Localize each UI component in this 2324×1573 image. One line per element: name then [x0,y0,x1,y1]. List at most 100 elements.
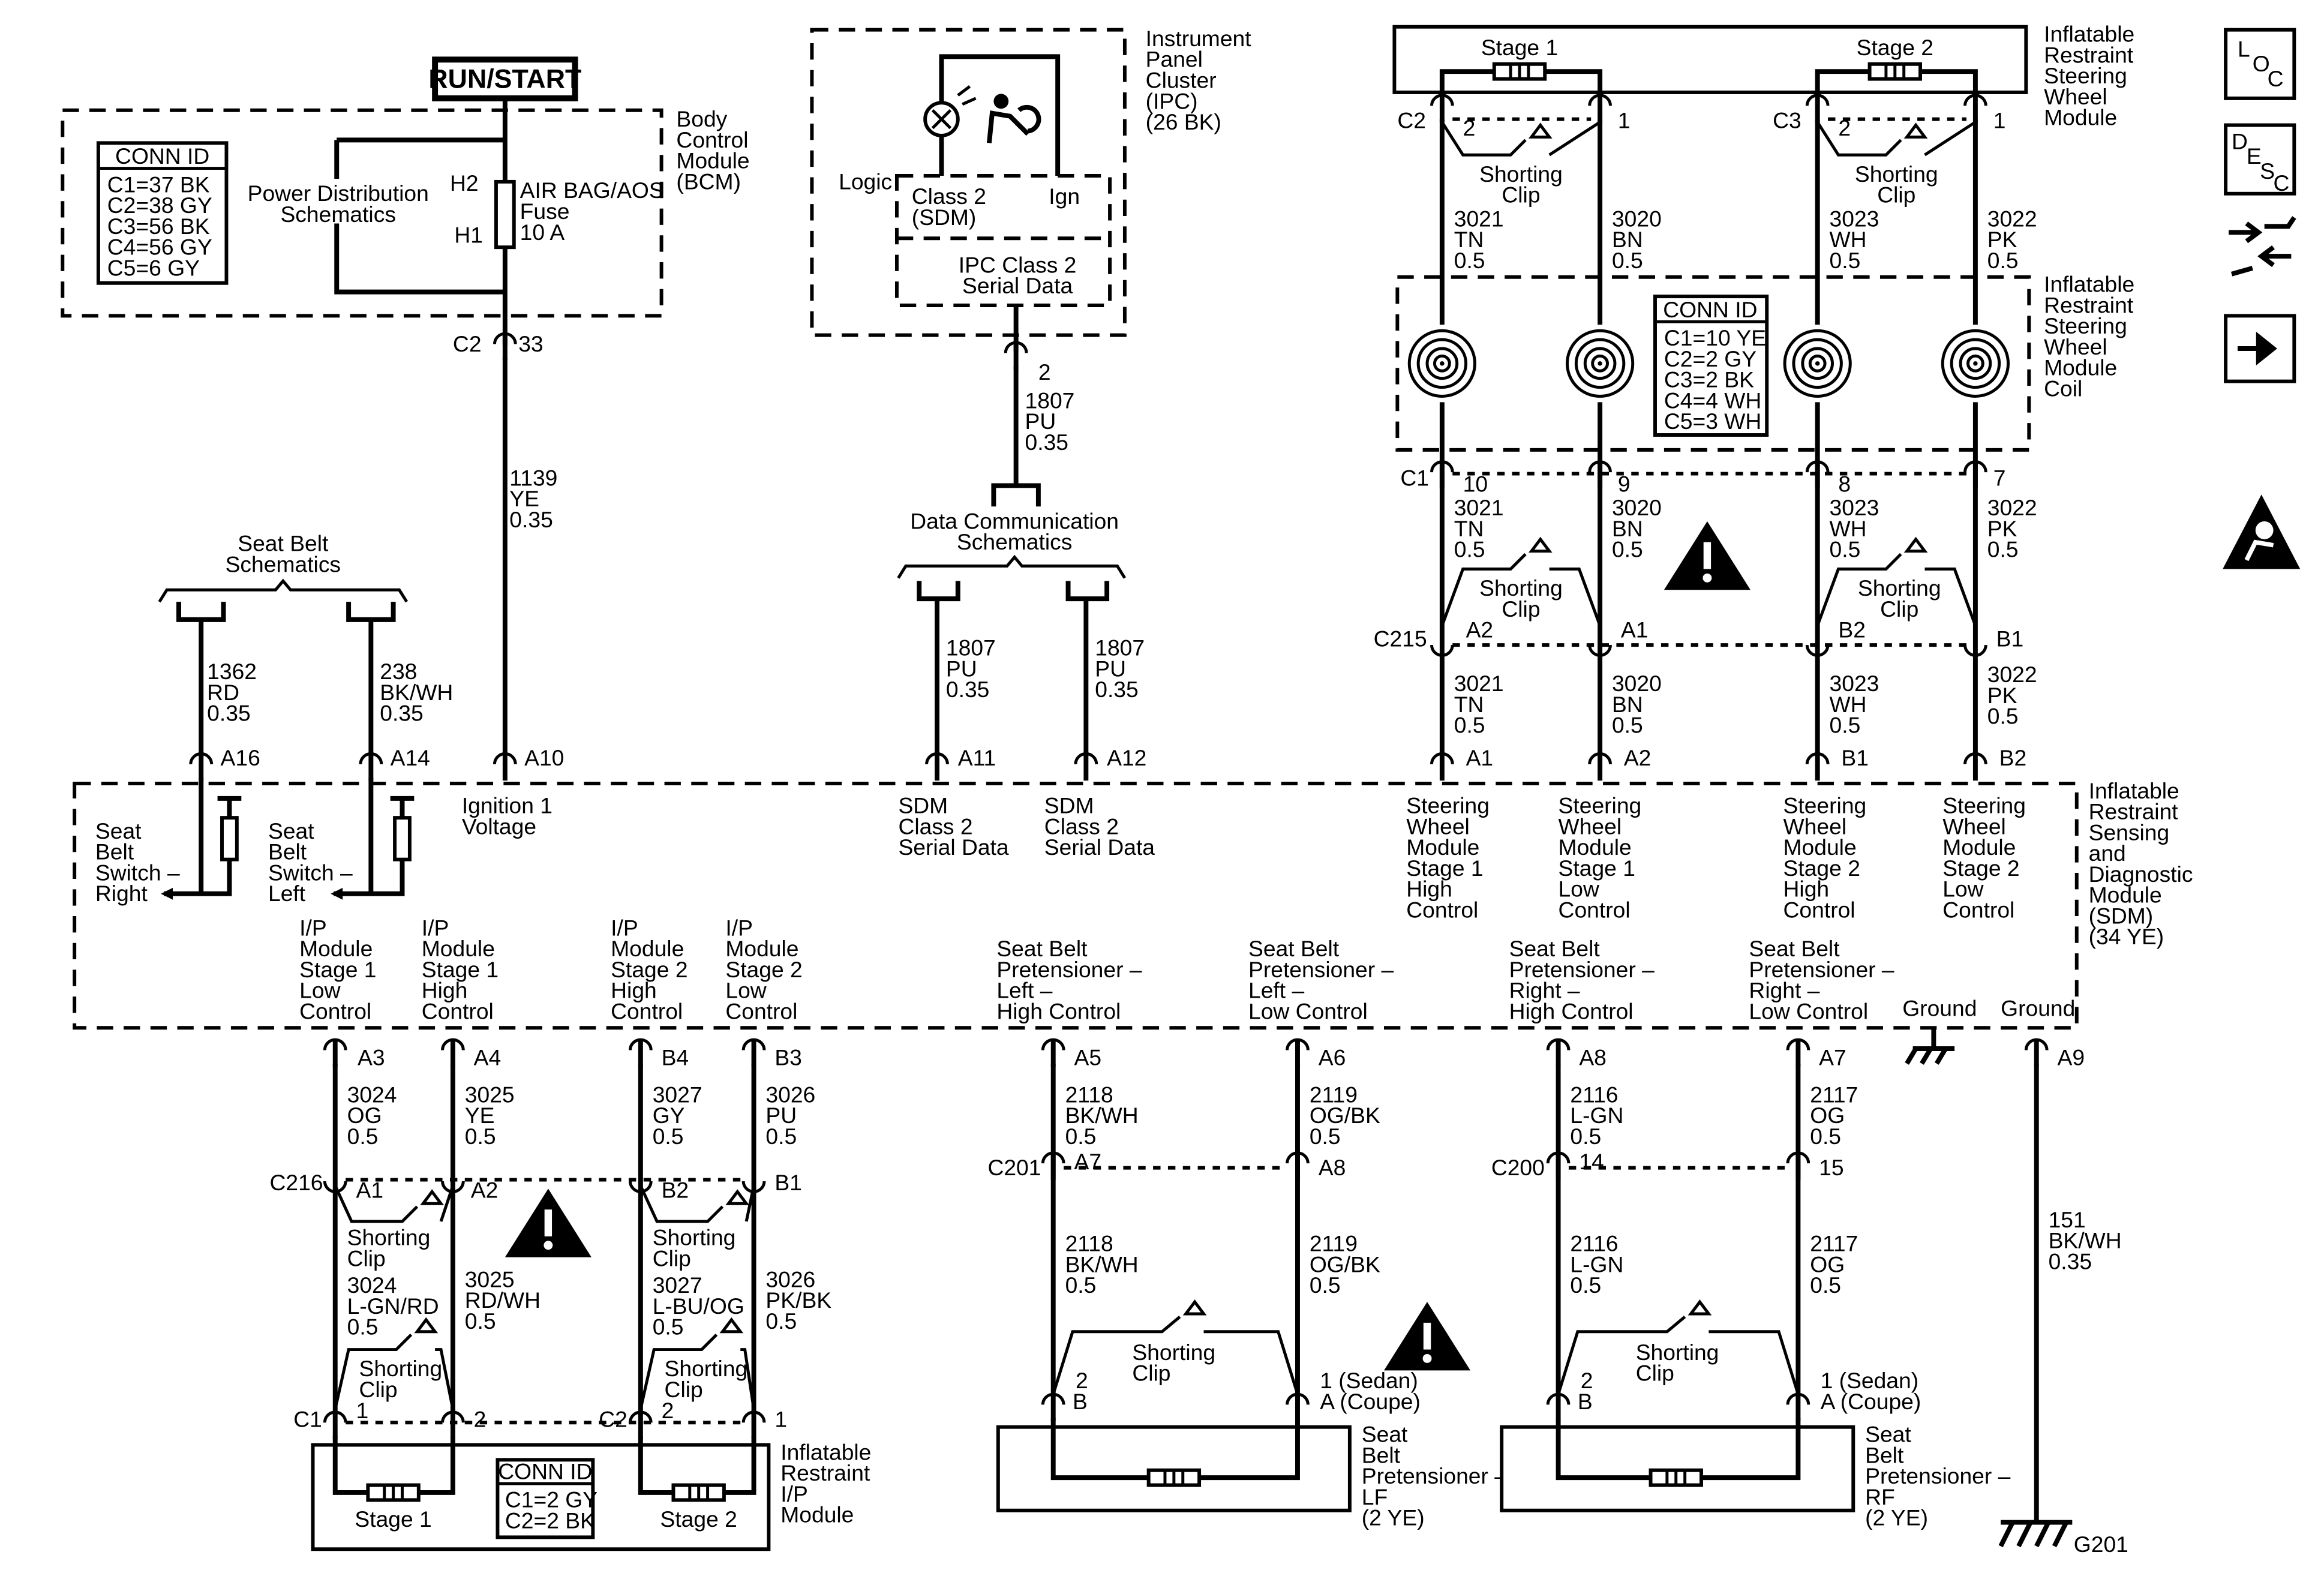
c215-pin-a2: A2 [1466,617,1494,643]
ip-wires [332,1063,756,1415]
stage2-pin1: 1 [1993,108,2006,133]
svg-text:C: C [2274,170,2290,196]
arrow-right-icon[interactable] [2224,314,2296,383]
steering-shorting-clip-1 [1440,121,1601,157]
ip-module-c1-label: C1 [293,1407,322,1432]
sdm-ground-label-1: Ground [1902,995,1977,1020]
bcm-power-wire [334,137,505,295]
bcm-box [61,108,663,318]
svg-text:CONN ID: CONN ID [115,143,209,169]
svg-text:A10: A10 [524,745,564,770]
svg-text:CONN ID: CONN ID [498,1459,592,1484]
wire-1807-a11 [917,581,960,757]
pret-lf-squib-element [1149,1470,1199,1485]
warning-icon [1664,521,1750,590]
ipc-class2-box [894,174,1112,307]
fuse-pin-h1: H1 [454,223,483,248]
ipc-logic-label: Logic [839,169,892,194]
ip-stage1-squib [332,1436,455,1495]
wire-238 [346,602,396,757]
run-start-label: RUN/START [428,56,581,101]
c216-pin-b2: B2 [662,1177,689,1202]
stage2-squib-element [1870,64,1920,79]
svg-text:A14: A14 [391,745,430,770]
stage2-squib [1815,69,1978,92]
ipc-box [810,28,1127,337]
airbag-fuse [494,179,516,250]
ip-module-c2-label: C2 [599,1407,627,1432]
svg-text:A2: A2 [1624,745,1652,770]
svg-text:A9: A9 [2057,1044,2085,1070]
ip-stage1-label: Stage 1 [355,1506,431,1532]
c215-pin-b2: B2 [1838,617,1866,643]
steering-stage1-label: Stage 1 [1481,35,1558,60]
svg-text:E: E [2247,143,2262,169]
stage1-pin2: 2 [1463,115,1476,140]
coil-pin-9: 9 [1618,471,1631,496]
svg-text:D: D [2232,128,2248,154]
svg-text:S: S [2260,158,2275,184]
stage1-squib [1439,69,1603,92]
loc-icon[interactable]: LOC [2224,28,2296,100]
svg-text:A5: A5 [1074,1044,1101,1070]
stage1-squib-element [1494,64,1545,79]
svg-text:B2: B2 [1999,745,2027,770]
svg-text:A16: A16 [221,745,260,770]
seat-belt-switch-left-wire [334,778,405,896]
steering-shorting-clip-2 [1816,121,1977,157]
c201-pin-a7: A7 [1074,1149,1101,1174]
pret-rf-pin1-label: 1 (Sedan)A (Coupe) [1821,1368,1921,1414]
steering-stage2-label: Stage 2 [1857,35,1933,60]
sdm-bottom-connectors [325,1040,2047,1067]
steering-c3-label: C3 [1773,108,1801,133]
bcm-c2-pin33 [494,334,515,361]
ipc-pin2-label: 2 [1038,359,1051,385]
ip-c1-pin2: 2 [474,1407,487,1432]
stage2-pin2: 2 [1838,115,1851,140]
ip-module-connectors [325,1412,764,1439]
ipc-ign-label: Ign [1049,184,1080,209]
wrench-arrows-icon[interactable] [2229,216,2296,277]
svg-text:A1: A1 [1466,745,1494,770]
wire-1807-ipc [991,366,1041,507]
